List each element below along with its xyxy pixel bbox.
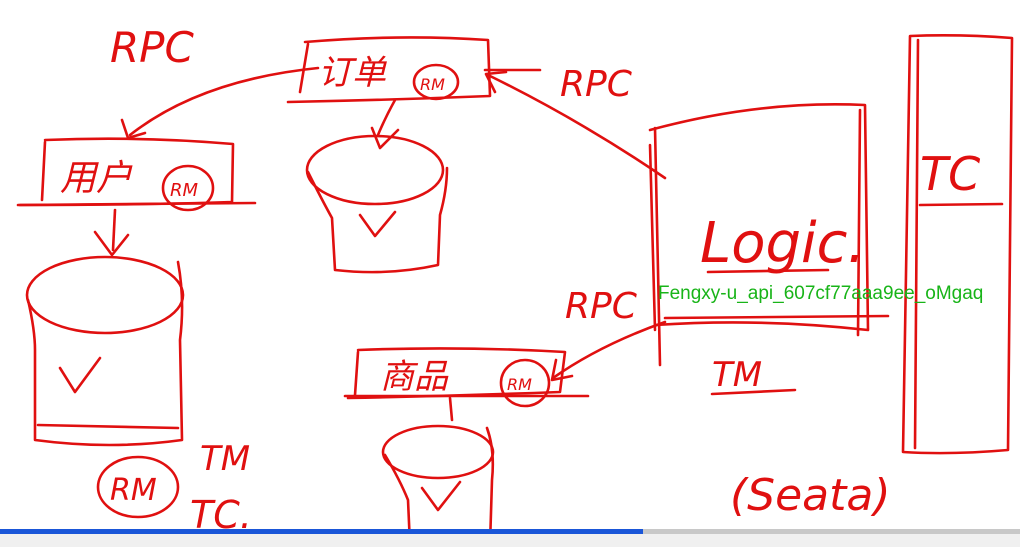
rpc-label-top-left: RPC — [110, 23, 195, 72]
product-rm-circle — [499, 358, 551, 408]
legend-rm-label: RM — [110, 473, 157, 508]
product-service-label: 商品 — [380, 357, 449, 397]
video-progress-bar[interactable] — [0, 529, 1020, 534]
order-rm-label: RM — [420, 75, 445, 94]
user-rm-label: RM — [170, 180, 199, 201]
rpc-label-top-right: RPC — [560, 64, 633, 105]
arrow-logic-to-product — [551, 320, 667, 380]
arrow-logic-to-order — [486, 73, 667, 180]
rpc-label-middle: RPC — [565, 286, 638, 327]
tc-label: TC — [920, 147, 980, 201]
user-rm-circle — [161, 164, 215, 212]
order-rm-circle — [412, 63, 460, 101]
player-bottom-bar — [0, 534, 1020, 547]
legend-tm-label: TM — [200, 439, 250, 479]
order-service-label: 订单 — [318, 53, 387, 93]
user-service-box: 用户 RM — [16, 137, 257, 212]
video-progress-fill — [0, 529, 643, 534]
legend-rm-tm-tc: RM TM TC. — [96, 439, 252, 537]
tm-label: TM — [712, 355, 762, 395]
product-database — [381, 396, 495, 547]
watermark-text: Fengxy-u_api_607cf77aaa9ee_oMgaq — [658, 283, 984, 304]
tc-box: TC — [901, 34, 1014, 455]
order-service-box: 订单 RM — [286, 36, 492, 104]
seata-label: (Seata) — [730, 470, 891, 521]
logic-tm-box: Logic. TM — [648, 102, 890, 396]
logic-label: Logic. — [700, 211, 865, 276]
user-database — [25, 208, 185, 447]
arrow-order-to-user — [128, 66, 320, 137]
order-database — [305, 98, 449, 274]
product-rm-label: RM — [507, 375, 532, 394]
user-service-label: 用户 — [60, 158, 133, 199]
